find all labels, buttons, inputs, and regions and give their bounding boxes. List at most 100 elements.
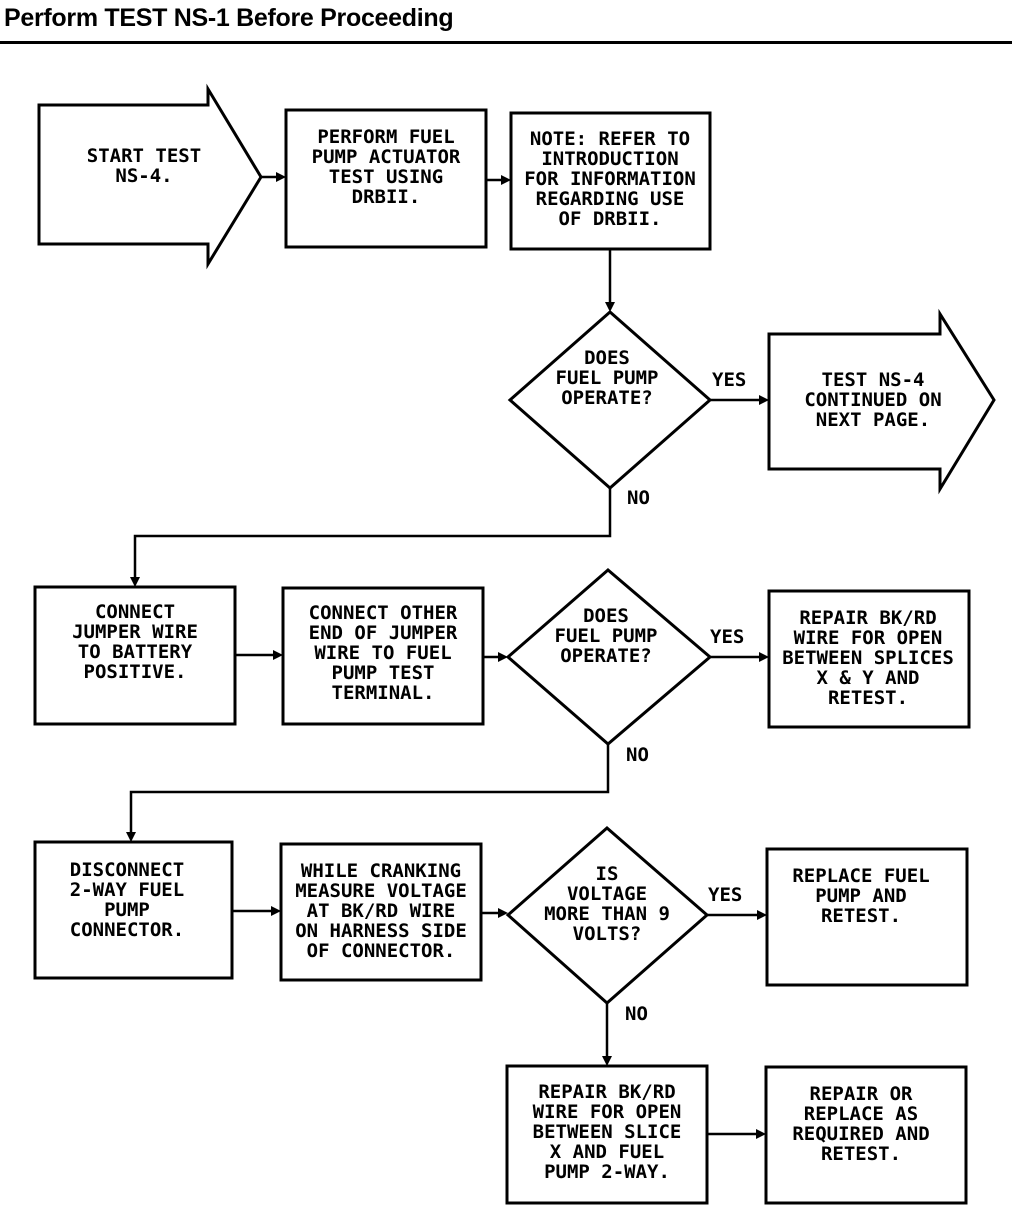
text-line: WIRE FOR OPEN (533, 1101, 682, 1123)
text-line: X AND FUEL (550, 1141, 664, 1163)
disconnect-box (33, 840, 234, 980)
connector-start-to-perform (261, 172, 286, 182)
text-line: OPERATE? (560, 645, 652, 667)
text-line: TERMINAL. (332, 682, 435, 704)
connect-other-box (281, 586, 485, 726)
connector-decision1-yes (710, 395, 769, 405)
text-line: REPLACE FUEL (792, 865, 929, 887)
text-line: REPLACE AS (804, 1103, 918, 1125)
text-line: REPAIR BK/RD (799, 607, 936, 629)
text-line: TEST USING (329, 166, 443, 188)
text-line: DOES (583, 605, 629, 627)
text-line: PUMP (104, 899, 150, 921)
text-line: PUMP 2-WAY. (544, 1161, 670, 1183)
text-line: MEASURE VOLTAGE (295, 880, 467, 902)
text-line: TO BATTERY (78, 641, 193, 663)
connector-decision2-yes (710, 652, 769, 662)
text-line: AT BK/RD WIRE (307, 900, 456, 922)
connector-other-to-decision2 (483, 652, 508, 662)
connector-decision2-no (126, 744, 610, 842)
text-line: DRBII. (352, 186, 421, 208)
text-line: RETEST. (828, 687, 908, 709)
text-line: PUMP TEST (332, 662, 435, 684)
text-line: REGARDING USE (536, 188, 685, 210)
connector-decision1-no (130, 488, 612, 587)
measure-box (279, 842, 483, 982)
text-line: CONTINUED ON (804, 389, 941, 411)
text-line: OPERATE? (561, 387, 653, 409)
text-line: JUMPER WIRE (72, 621, 198, 643)
text-line: DOES (584, 347, 630, 369)
yes-label-2: YES (710, 626, 744, 648)
connector-jumper-to-other (235, 650, 283, 660)
text-line: X & Y AND (817, 667, 920, 689)
no-label-2: NO (626, 744, 649, 766)
start-arrow-shape (37, 83, 263, 270)
text-line: PUMP ACTUATOR (312, 146, 461, 168)
text-line: ON HARNESS SIDE (295, 920, 467, 942)
text-line: IS (596, 863, 619, 885)
text-line: OF DRBII. (559, 208, 662, 230)
connect-jumper-box (33, 585, 237, 726)
connector-decision3-no (602, 1003, 612, 1066)
text-line: BETWEEN SPLICES (782, 647, 954, 669)
connector-note-to-decision1 (605, 249, 615, 312)
text-line: POSITIVE. (84, 661, 187, 683)
text-line: CONNECT (95, 601, 175, 623)
text-line: NEXT PAGE. (816, 409, 930, 431)
text-line: DISCONNECT (70, 859, 184, 881)
note-box (509, 111, 712, 251)
continued-arrow-shape (767, 308, 996, 495)
title-rule (0, 41, 1012, 44)
text-line: INTRODUCTION (541, 148, 678, 170)
connector-disconnect-to-measure (232, 906, 281, 916)
connector-perform-to-note (486, 175, 511, 185)
repair-replace-box (764, 1065, 968, 1205)
text-line: START TEST (87, 145, 201, 167)
no-label-1: NO (627, 487, 650, 509)
text-line: REPAIR BK/RD (538, 1081, 675, 1103)
text-line: BETWEEN SLICE (533, 1121, 682, 1143)
text-line: WHILE CRANKING (301, 860, 461, 882)
text-line: REPAIR OR (810, 1083, 914, 1105)
no-label-3: NO (625, 1003, 648, 1025)
text-line: CONNECT OTHER (309, 602, 458, 624)
yes-label-3: YES (708, 884, 742, 906)
text-line: RETEST. (821, 1143, 901, 1165)
perform-actuator-box (284, 108, 488, 249)
text-line: NOTE: REFER TO (530, 128, 690, 150)
text-line: 2-WAY FUEL (70, 879, 184, 901)
text-line: PERFORM FUEL (317, 126, 454, 148)
text-line: REQUIRED AND (792, 1123, 929, 1145)
text-line: TEST NS-4 (822, 369, 925, 391)
text-line: FOR INFORMATION (524, 168, 696, 190)
text-line: RETEST. (821, 905, 901, 927)
text-line: PUMP AND (815, 885, 907, 907)
text-line: VOLTAGE (567, 883, 647, 905)
connector-slice-to-repair-replace (707, 1129, 766, 1139)
text-line: END OF JUMPER (309, 622, 458, 644)
text-line: MORE THAN 9 (544, 903, 670, 925)
text-line: FUEL PUMP (556, 367, 659, 389)
text-line: VOLTS? (573, 923, 642, 945)
text-line: OF CONNECTOR. (307, 940, 456, 962)
text-line: NS-4. (115, 165, 172, 187)
repair-splices-box (767, 589, 971, 729)
text-line: CONNECTOR. (70, 919, 184, 941)
text-line: WIRE TO FUEL (314, 642, 451, 664)
